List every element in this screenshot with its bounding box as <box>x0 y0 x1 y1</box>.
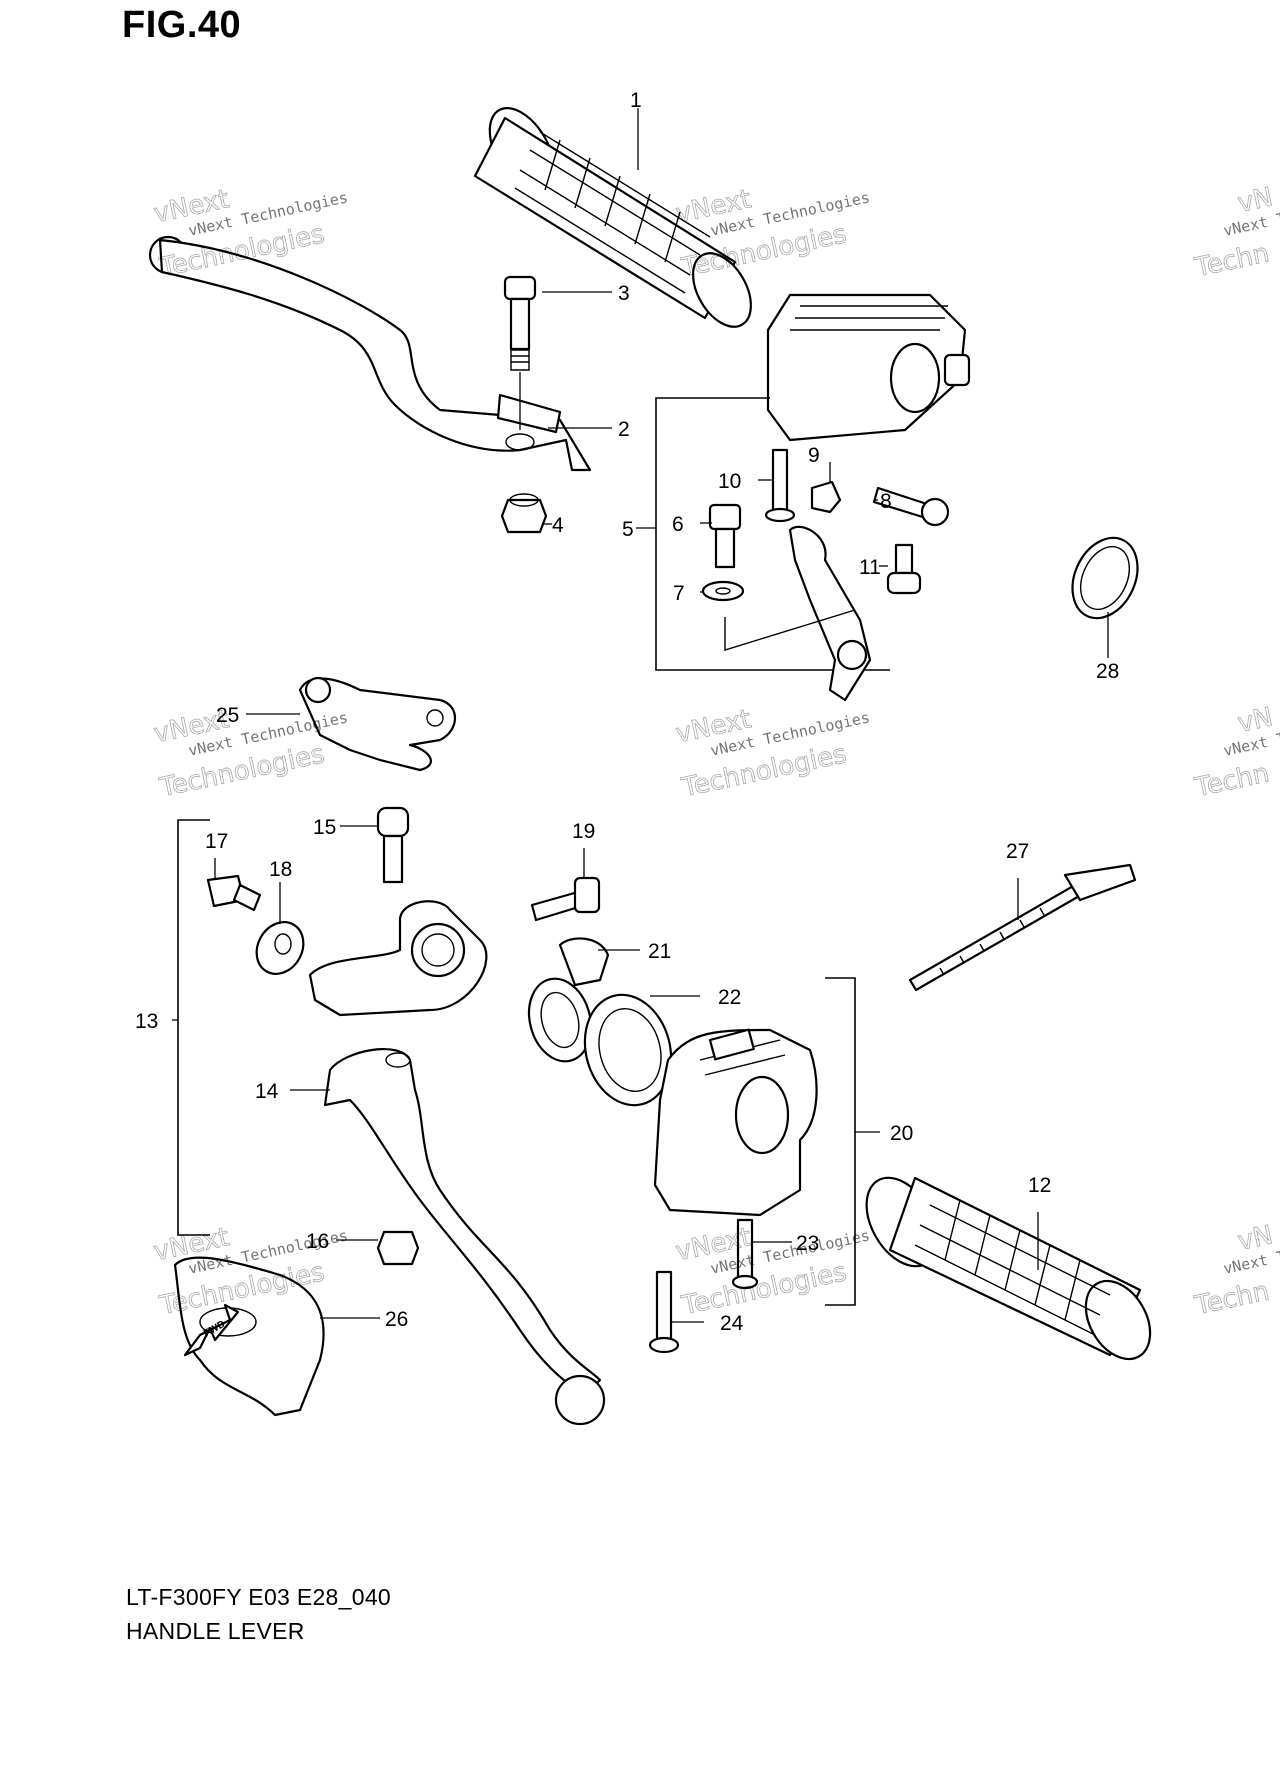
group-bracket-20 <box>825 977 856 1306</box>
callout-5: 5 <box>622 518 634 541</box>
handle-grip-12 <box>865 1176 1152 1361</box>
bolt-19 <box>530 876 601 922</box>
callout-14: 14 <box>255 1080 279 1103</box>
callout-25: 25 <box>216 704 239 727</box>
callout-17: 17 <box>205 830 228 853</box>
callout-24: 24 <box>720 1312 744 1335</box>
switch-housing-20 <box>653 1028 818 1217</box>
callout-22: 22 <box>718 986 741 1009</box>
figure-caption: HANDLE LEVER <box>126 1618 305 1644</box>
callout-19: 19 <box>572 820 595 843</box>
callout-23: 23 <box>796 1232 819 1255</box>
watermark-line5: Techn <box>1192 758 1272 803</box>
bolt-11 <box>886 543 922 595</box>
pivot-bolt-15 <box>376 806 410 884</box>
callout-2: 2 <box>618 418 630 441</box>
callout-labels: 1 2 3 4 5 6 7 8 9 10 11 12 13 14 15 16 1… <box>135 89 1119 1335</box>
callout-21: 21 <box>648 940 671 963</box>
switch-clip-21 <box>527 937 610 1063</box>
callout-18: 18 <box>269 858 292 881</box>
nut-16 <box>376 1230 420 1266</box>
callout-4: 4 <box>552 514 564 537</box>
bracket-25 <box>298 676 456 772</box>
lever-boot-26 <box>173 1256 325 1417</box>
o-ring-28 <box>1071 536 1139 620</box>
screw-24 <box>648 1270 680 1354</box>
throttle-grip <box>473 106 752 328</box>
figure-title: FIG.40 <box>122 4 242 46</box>
watermark-line5: Techn <box>1192 1276 1272 1321</box>
washer-7 <box>701 580 745 602</box>
adjuster-17 <box>206 874 262 912</box>
callout-1: 1 <box>630 89 642 112</box>
clutch-lever-14 <box>323 1048 606 1426</box>
locknut-18 <box>255 921 305 975</box>
screw-8 <box>872 486 950 527</box>
screw-23 <box>731 1218 759 1290</box>
callout-7: 7 <box>673 582 685 605</box>
watermark-line5: Techn <box>1192 238 1272 283</box>
brake-lever-front <box>148 235 592 472</box>
callout-27: 27 <box>1006 840 1029 863</box>
lever-perch <box>308 900 488 1017</box>
throttle-housing <box>766 293 971 442</box>
callout-28: 28 <box>1096 660 1119 683</box>
callout-3: 3 <box>618 282 630 305</box>
callout-20: 20 <box>890 1122 913 1145</box>
ring-22 <box>583 993 673 1107</box>
callout-11: 11 <box>859 556 881 579</box>
pivot-bolt-3 <box>503 275 537 430</box>
group-bracket-5 <box>655 397 890 671</box>
screw-10 <box>764 448 796 523</box>
leader-lines <box>172 108 1109 1323</box>
callout-6: 6 <box>672 513 684 536</box>
model-code: LT-F300FY E03 E28_040 <box>126 1584 392 1610</box>
group-bracket-13 <box>177 819 210 1236</box>
callout-15: 15 <box>313 816 336 839</box>
callout-12: 12 <box>1028 1174 1051 1197</box>
nut-4 <box>500 493 548 534</box>
callout-13: 13 <box>135 1010 158 1033</box>
callout-26: 26 <box>385 1308 408 1331</box>
throttle-lever-arm <box>724 525 872 702</box>
bolt-6 <box>708 503 742 569</box>
cable-tie-27 <box>908 863 1137 992</box>
callout-8: 8 <box>880 490 892 513</box>
callout-16: 16 <box>306 1230 329 1253</box>
callout-9: 9 <box>808 444 820 467</box>
callout-10: 10 <box>718 470 741 493</box>
nut-9 <box>810 480 842 514</box>
